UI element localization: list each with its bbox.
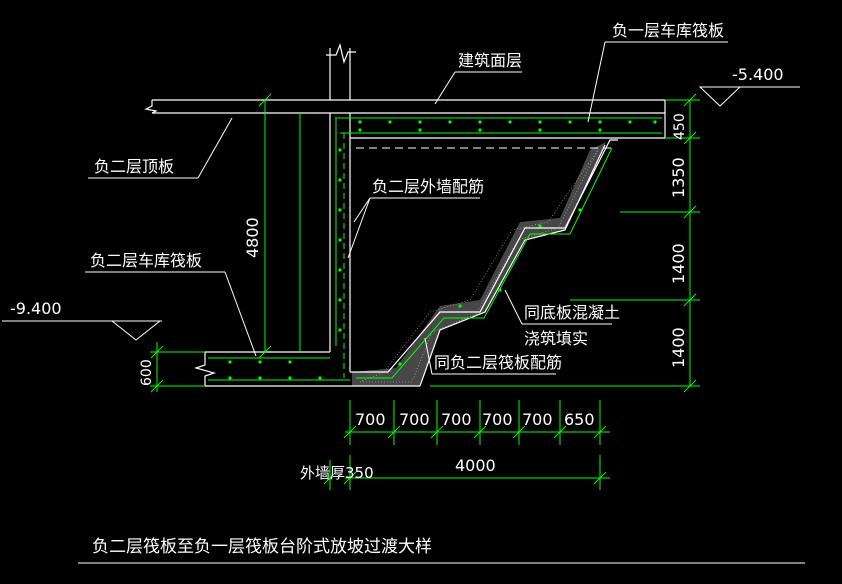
label-concrete-line2: 浇筑填实 [524, 329, 588, 348]
dim-1400b: 1400 [669, 327, 688, 368]
rebar-dots [228, 120, 657, 380]
dim-450: 450 [672, 113, 688, 140]
break-mark-left-top [144, 100, 158, 114]
dim-total: 4000 [455, 456, 496, 475]
dimension-lines [150, 93, 700, 490]
dim-step-2: 700 [399, 410, 430, 429]
elevation-bottom-triangle [110, 320, 162, 341]
step-profile-outer [350, 139, 618, 373]
step-rebar [356, 147, 613, 379]
label-wall-rebar: 负二层外墙配筋 [372, 177, 484, 196]
elevation-top-triangle [698, 86, 742, 107]
drawing-title: 负二层筏板至负一层筏板台阶式放坡过渡大样 [92, 537, 432, 557]
dim-step-6: 650 [564, 410, 595, 429]
break-mark-b2-slab [193, 352, 217, 386]
dimension-texts: 700 700 700 700 700 650 4000 4800 600 45… [139, 113, 688, 475]
break-mark-column [326, 43, 356, 64]
label-concrete-line1: 同底板混凝土 [524, 303, 620, 322]
dim-wall-height: 4800 [243, 217, 262, 258]
dim-step-4: 700 [482, 410, 513, 429]
label-b2-roof: 负二层顶板 [94, 157, 174, 176]
text-labels: 建筑面层 负一层车库筏板 负二层顶板 负二层车库筏板 负二层外墙配筋 同底板混凝… [10, 21, 784, 557]
structure-outline [144, 43, 666, 387]
dim-600: 600 [139, 359, 155, 386]
dim-1400a: 1400 [669, 243, 688, 284]
elevation-bottom-value: -9.400 [10, 299, 62, 318]
rebar-lines [208, 113, 662, 381]
dim-step-3: 700 [441, 410, 472, 429]
label-b2-slab-rebar: 同负二层筏板配筋 [434, 353, 562, 372]
label-building-surface: 建筑面层 [458, 51, 522, 70]
label-wall-thickness: 外墙厚350 [300, 464, 374, 482]
label-b2-slab: 负二层车库筏板 [90, 251, 202, 270]
dim-step-5: 700 [522, 410, 553, 429]
dim-1350: 1350 [669, 157, 688, 198]
leader-lines [2, 41, 805, 564]
dim-step-1: 700 [355, 410, 386, 429]
label-b1-slab: 负一层车库筏板 [612, 21, 724, 40]
step-profile-inner [419, 144, 606, 387]
elevation-top-value: -5.400 [732, 65, 784, 84]
